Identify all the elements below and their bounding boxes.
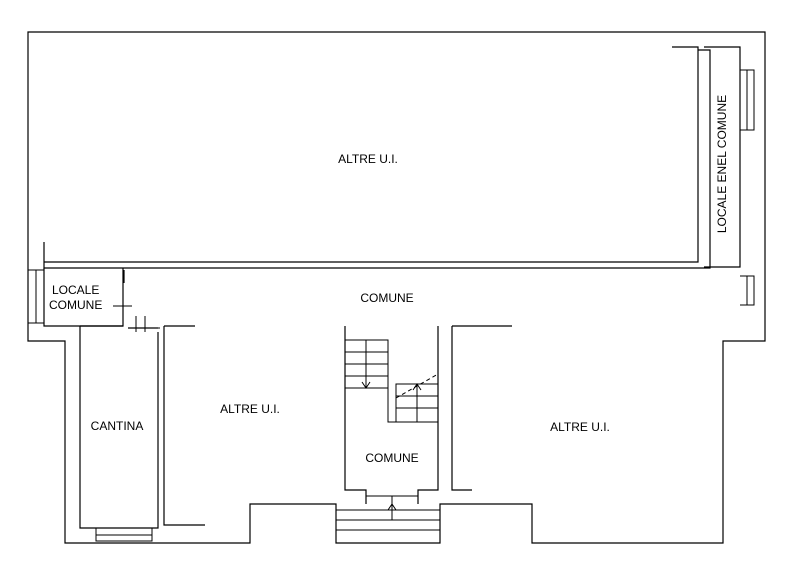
cantina-window — [95, 528, 153, 542]
top-room-wall — [43, 46, 711, 269]
label-cantina: CANTINA — [91, 419, 144, 433]
left-window — [28, 269, 44, 324]
outer-wall — [27, 31, 766, 544]
label-altre-top: ALTRE U.I. — [338, 152, 398, 166]
right-window-top — [740, 69, 755, 131]
label-comune-corridor: COMUNE — [360, 291, 413, 305]
door-swing-locale — [113, 295, 132, 318]
door-swing-cantina — [128, 316, 160, 332]
left-room-wall — [163, 325, 205, 526]
enel-room-wall — [704, 46, 741, 268]
label-altre-left: ALTRE U.I. — [220, 402, 280, 416]
right-window-bottom — [740, 275, 755, 306]
right-room-wall — [451, 325, 512, 491]
label-altre-right: ALTRE U.I. — [550, 420, 610, 434]
label-locale-comune-2: COMUNE — [49, 298, 102, 312]
corridor-wall-top — [43, 268, 125, 327]
entrance-steps — [336, 495, 440, 531]
label-locale-comune-1: LOCALE — [52, 283, 99, 297]
label-locale-enel: LOCALE ENEL COMUNE — [715, 95, 729, 233]
mid-stairs — [395, 373, 439, 423]
label-comune-stair: COMUNE — [365, 451, 418, 465]
stair-core-wall — [344, 326, 439, 504]
upper-stairs — [344, 339, 389, 389]
